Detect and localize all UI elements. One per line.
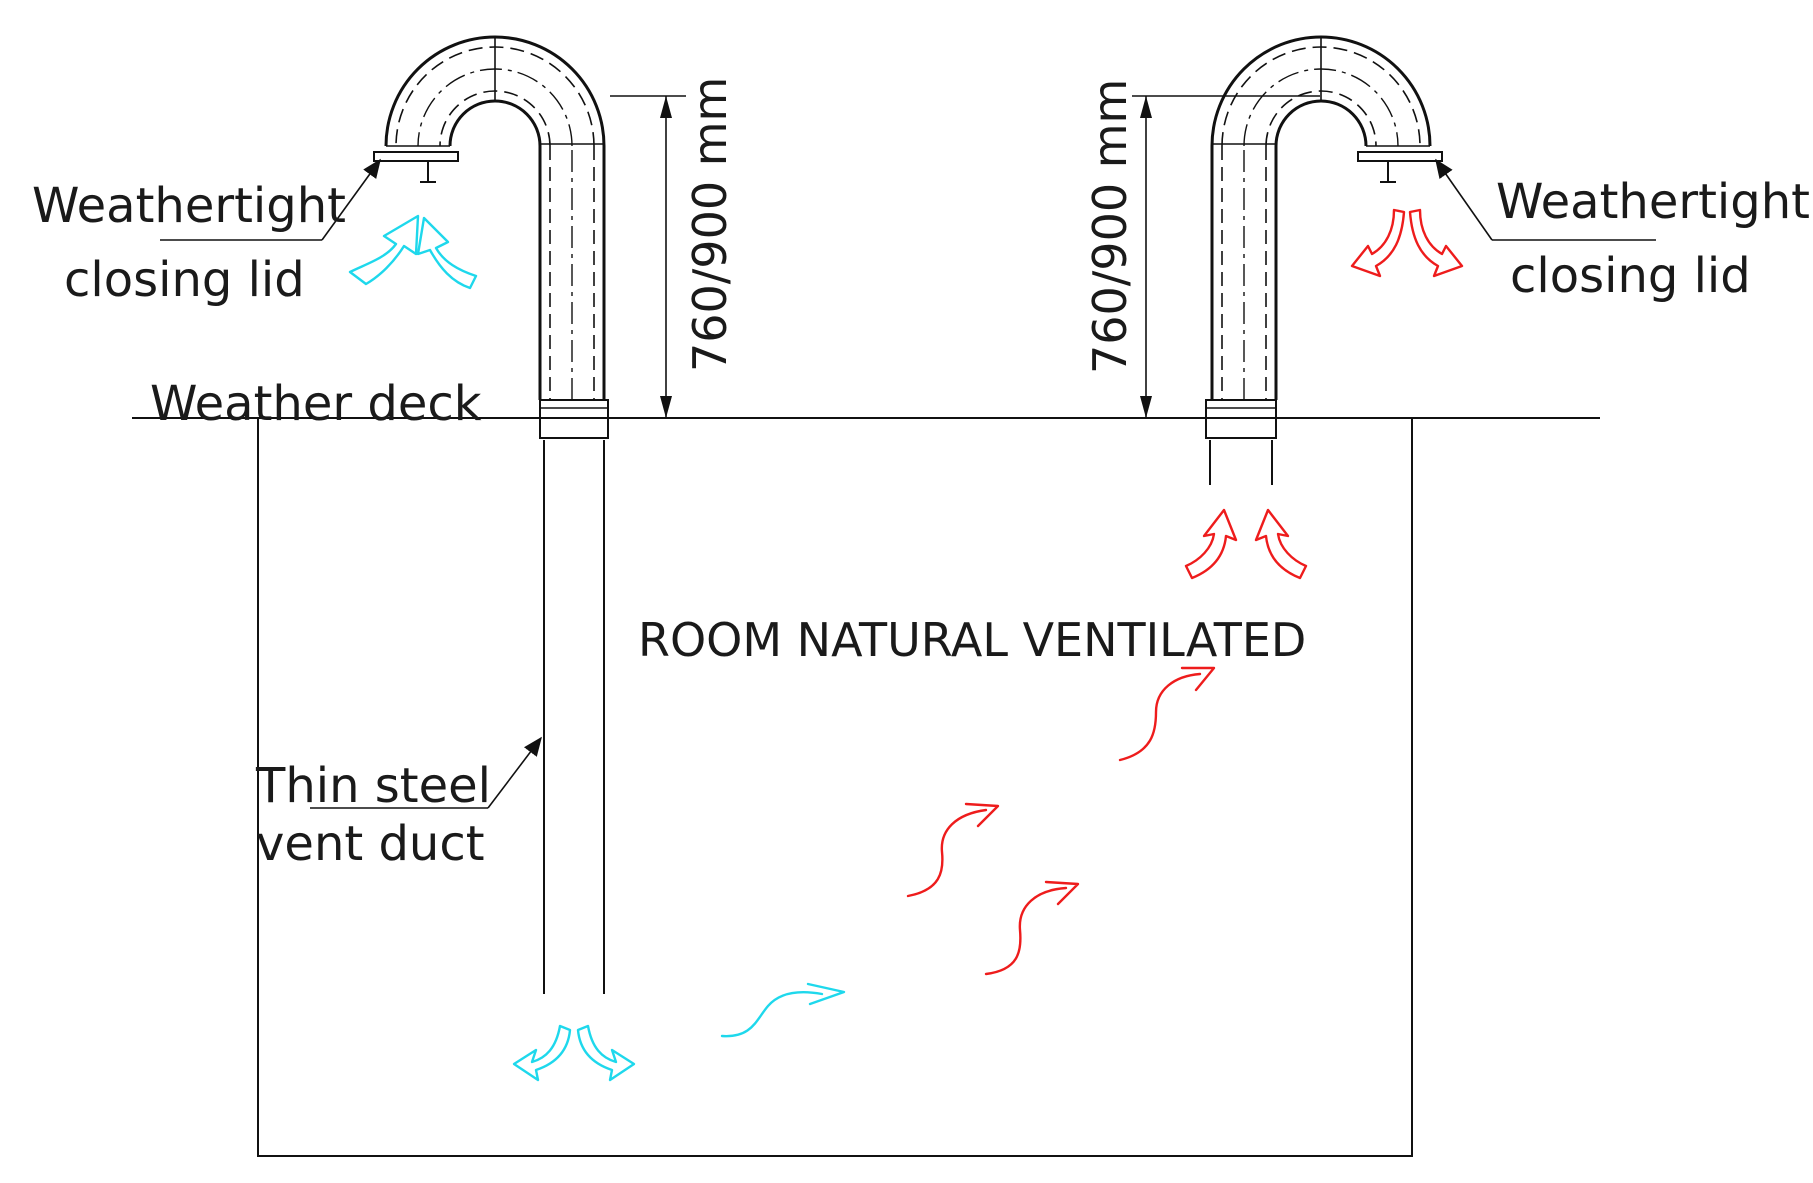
left-lid-label-line2: closing lid xyxy=(64,252,305,308)
left-height-label: 760/900 mm xyxy=(683,77,737,372)
exhaust-arrow-duct-right xyxy=(1254,508,1308,580)
duct-leader xyxy=(310,736,542,809)
exhaust-arrow-duct-left xyxy=(1184,508,1238,580)
right-gooseneck-vent xyxy=(1205,35,1443,485)
right-deck-collar xyxy=(1205,399,1277,439)
room-outline xyxy=(132,417,1600,1157)
intake-wave-arrow xyxy=(720,982,846,1038)
right-lid-leader xyxy=(1435,158,1656,241)
left-lid-label-line1: Weathertight xyxy=(32,178,346,234)
duct-label-line1: Thin steel xyxy=(255,758,491,814)
left-lid-leader xyxy=(160,158,381,241)
exhaust-air-arrows xyxy=(906,208,1464,976)
right-lid-label-line2: closing lid xyxy=(1510,248,1751,304)
right-closing-lid xyxy=(1357,151,1443,162)
left-gooseneck-vent xyxy=(373,35,609,994)
left-closing-lid xyxy=(373,151,459,162)
exhaust-wave-arrow-1 xyxy=(906,802,1000,898)
left-height-dimension xyxy=(610,95,686,418)
exhaust-wave-arrow-3 xyxy=(1118,666,1216,762)
intake-arrow-outlet-left xyxy=(512,1024,572,1082)
room-walls xyxy=(257,418,1413,1157)
left-deck-collar xyxy=(539,399,609,439)
weather-deck-label: Weather deck xyxy=(150,376,482,432)
exhaust-wave-arrow-2 xyxy=(984,880,1080,976)
right-height-label: 760/900 mm xyxy=(1083,79,1137,374)
room-label: ROOM NATURAL VENTILATED xyxy=(638,613,1306,667)
intake-air-arrows xyxy=(348,214,846,1082)
right-height-dimension xyxy=(1132,95,1320,418)
intake-arrow-lid-right xyxy=(416,216,478,290)
duct-label-line2: vent duct xyxy=(256,816,485,872)
intake-arrow-lid-left xyxy=(348,214,420,286)
right-lid-label-line1: Weathertight xyxy=(1496,174,1810,230)
exhaust-arrow-lid-left xyxy=(1350,208,1406,278)
exhaust-arrow-lid-right xyxy=(1408,208,1464,278)
intake-arrow-outlet-right xyxy=(576,1024,636,1082)
